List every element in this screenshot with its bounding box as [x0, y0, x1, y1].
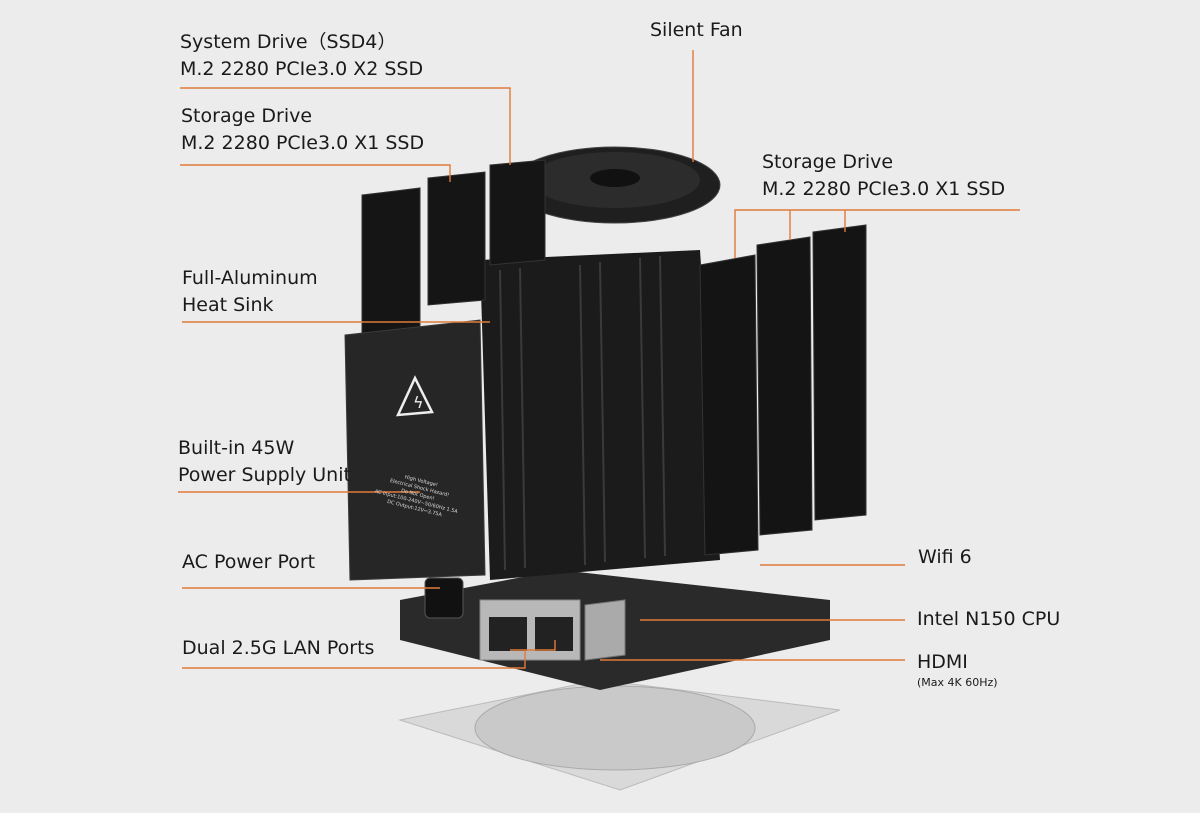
label-cpu: Intel N150 CPU [917, 608, 1061, 630]
label-line: Heat Sink [182, 294, 274, 316]
label-title: System Drive（SSD4） [180, 31, 397, 53]
label-line: Built-in 45W [178, 437, 295, 459]
label-spec: M.2 2280 PCIe3.0 X1 SSD [181, 132, 425, 154]
ac-port [424, 577, 464, 619]
label-title: Storage Drive [762, 151, 894, 173]
label-system-drive: System Drive（SSD4） M.2 2280 PCIe3.0 X2 S… [180, 29, 423, 83]
label-lan-ports: Dual 2.5G LAN Ports [182, 637, 375, 659]
lan-port-1 [489, 617, 527, 651]
warning-triangle-icon [395, 375, 434, 417]
label-line: Power Supply Unit [178, 464, 351, 486]
label-psu: Built-in 45W Power Supply Unit [178, 435, 351, 489]
label-note: (Max 4K 60Hz) [917, 676, 998, 689]
label-ac-port: AC Power Port [182, 551, 316, 573]
ssd-right-group [699, 224, 867, 556]
plate-vent-grille [474, 685, 756, 771]
label-silent-fan: Silent Fan [650, 19, 743, 41]
label-storage-drive-left: Storage Drive M.2 2280 PCIe3.0 X1 SSD [181, 103, 424, 157]
hdmi-port [584, 599, 626, 661]
lan-port-2 [535, 617, 573, 651]
label-wifi: Wifi 6 [918, 546, 972, 568]
label-spec: M.2 2280 PCIe3.0 X1 SSD [762, 178, 1006, 200]
heat-sink [480, 250, 720, 580]
label-heat-sink: Full-Aluminum Heat Sink [182, 265, 318, 319]
leader-lines [178, 50, 1020, 669]
label-line: Full-Aluminum [182, 267, 318, 289]
psu-block [344, 319, 486, 581]
label-title: HDMI [917, 651, 968, 673]
svg-text:ϟ: ϟ [413, 393, 424, 412]
label-spec: M.2 2280 PCIe3.0 X2 SSD [180, 58, 424, 80]
label-title: Storage Drive [181, 105, 313, 127]
label-storage-drive-right: Storage Drive M.2 2280 PCIe3.0 X1 SSD [762, 149, 1005, 203]
label-hdmi: HDMI (Max 4K 60Hz) [917, 649, 998, 690]
